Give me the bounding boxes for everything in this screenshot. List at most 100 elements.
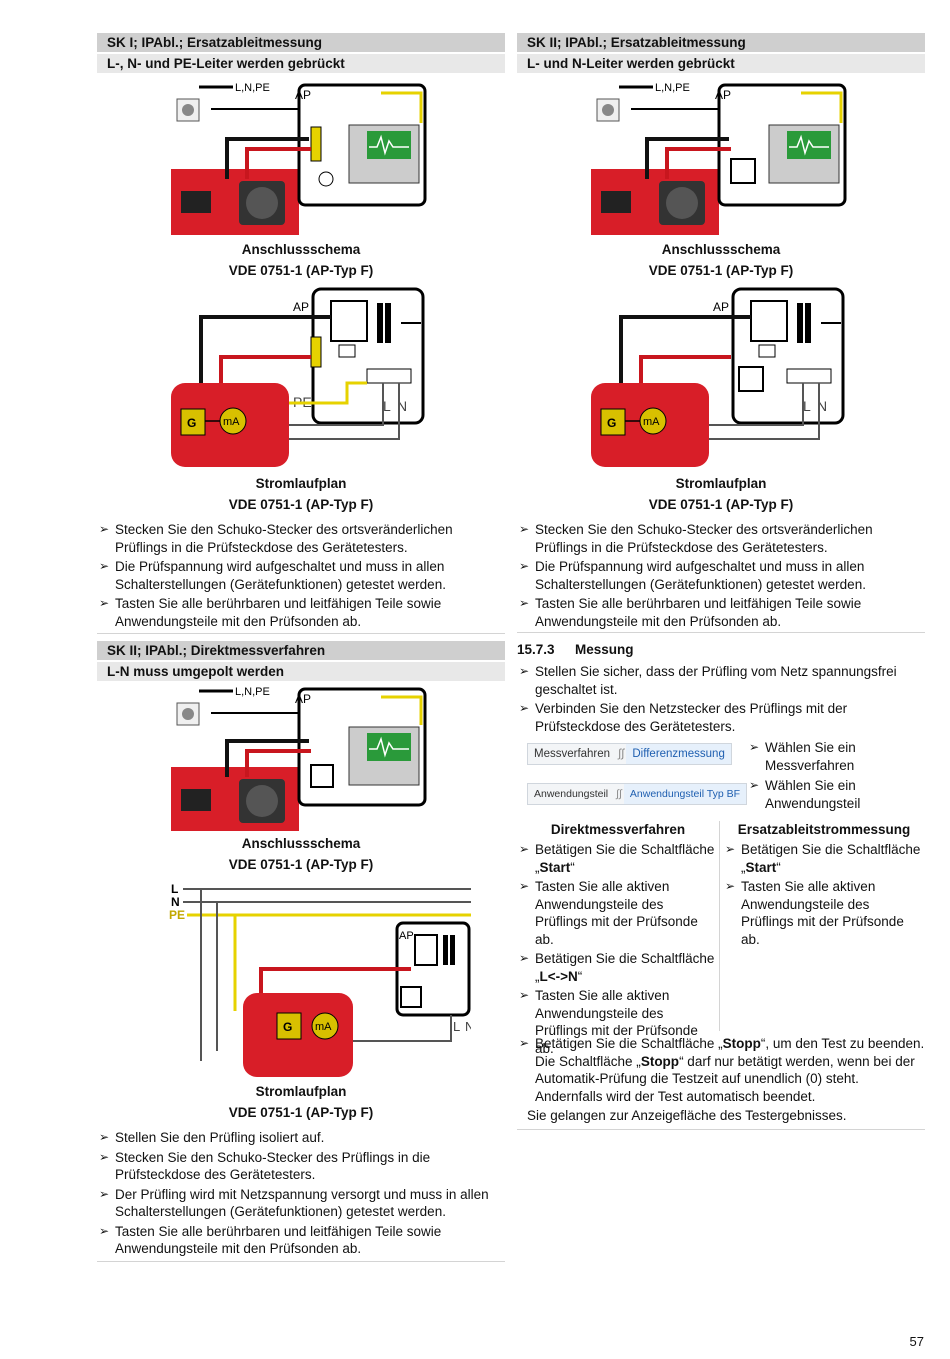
list-item: Betätigen Sie die Schaltfläche „Stopp“, … [517,1035,925,1105]
lnpe-label: L,N,PE [655,82,690,94]
measurement-method-selector[interactable]: Messverfahren ∫∫ Differenzmessung [527,743,732,765]
separator-icon: ∫∫ [616,788,622,800]
selector-value: Differenzmessung [626,744,731,764]
circuit-diagram: L N PE G mA AP L N [169,882,471,1077]
ap-label: AP [295,88,311,102]
left-column: SK I; IPAbl.; Ersatzableitmessung L-, N-… [97,33,505,1262]
list-item: Tasten Sie alle berührbaren und leitfähi… [97,1223,505,1258]
g-label: G [187,416,196,430]
instruction-list: Betätigen Sie die Schaltfläche „Start“ T… [723,841,925,948]
caption-title: Anschlussschema [241,836,361,851]
caption-title: Stromlaufplan [255,1084,347,1099]
selector-label: Messverfahren [534,748,611,760]
section-subheader: L-N muss umgepolt werden [97,662,505,681]
application-part-selector[interactable]: Anwendungsteil ∫∫ Anwendungsteil Typ BF [527,783,748,805]
section-subheader: L-, N- und PE-Leiter werden gebrückt [97,54,505,73]
list-item: Betätigen Sie die Schaltfläche „L<->N“ [517,950,719,985]
caption-subtitle: VDE 0751-1 (AP-Typ F) [648,497,794,512]
section-header: SK II; IPAbl.; Ersatzableitmessung [517,33,925,52]
l-label: L [171,882,178,896]
ap-label: AP [295,692,311,706]
list-item: Stecken Sie den Schuko-Stecker des Prüfl… [97,1149,505,1184]
divider [517,632,925,633]
divider [517,1129,925,1130]
column-direktmessverfahren: Direktmessverfahren Betätigen Sie die Sc… [517,821,720,1056]
list-item: Die Prüfspannung wird aufgeschaltet und … [517,558,925,593]
divider [97,1260,505,1262]
separator-icon: ∫∫ [618,748,625,760]
instruction-list: Stecken Sie den Schuko-Stecker des ortsv… [97,521,505,630]
selector-label: Anwendungsteil [534,788,609,800]
list-item: Wählen Sie ein Messverfahren [747,739,925,774]
setting-row: Anwendungsteil ∫∫ Anwendungsteil Typ BF … [517,777,925,815]
section-number: 15.7.3 [517,642,555,657]
list-item: Betätigen Sie die Schaltfläche „Start“ [517,841,719,876]
caption-title: Anschlussschema [241,242,361,257]
note: Wählen Sie ein Messverfahren [747,739,925,776]
pe-label: PE [169,908,185,922]
list-item: Stellen Sie sicher, dass der Prüfling vo… [517,663,925,698]
list-item: Stecken Sie den Schuko-Stecker des ortsv… [517,521,925,556]
caption-subtitle: VDE 0751-1 (AP-Typ F) [228,497,374,512]
list-item: Tasten Sie alle berührbaren und leitfähi… [97,595,505,630]
instruction-list: Stellen Sie den Prüfling isoliert auf. S… [97,1129,505,1258]
n-label: N [397,398,407,414]
ma-label: mA [643,416,660,428]
section-heading: 15.7.3 Messung [517,641,925,659]
ap-label: AP [399,930,414,942]
instruction-list: Stellen Sie sicher, dass der Prüfling vo… [517,663,925,735]
connection-diagram: L,N,PE AP [171,82,427,235]
section-title: Messung [575,642,634,657]
connection-diagram: L,N,PE AP [171,686,427,831]
two-column-table: Direktmessverfahren Betätigen Sie die Sc… [517,821,925,1056]
circuit-diagram: G mA AP PE L N [171,287,425,467]
result-note: Sie gelangen zur Anzeigefläche des Teste… [527,1108,847,1123]
column-ersatzableitstrommessung: Ersatzableitstrommessung Betätigen Sie d… [723,821,925,950]
list-item: Verbinden Sie den Netzstecker des Prüfli… [517,700,925,735]
instruction-list: Betätigen Sie die Schaltfläche „Stopp“, … [517,1035,925,1105]
list-item: Tasten Sie alle aktiven Anwendungsteile … [517,878,719,948]
instruction-list: Betätigen Sie die Schaltfläche „Start“ T… [517,841,719,1057]
ap-label: AP [293,300,309,314]
lnpe-label: L,N,PE [235,686,270,698]
connection-diagram: L,N,PE AP [591,82,847,235]
caption-subtitle: VDE 0751-1 (AP-Typ F) [228,1105,374,1120]
column-title: Ersatzableitstrommessung [737,822,911,837]
caption-subtitle: VDE 0751-1 (AP-Typ F) [648,263,794,278]
setting-row: Messverfahren ∫∫ Differenzmessung Wählen… [517,739,925,777]
note: Wählen Sie ein Anwendungsteil [747,777,925,814]
caption-subtitle: VDE 0751-1 (AP-Typ F) [228,857,374,872]
section-subheader: L- und N-Leiter werden gebrückt [517,54,925,73]
section-header: SK I; IPAbl.; Ersatzableitmessung [97,33,505,52]
list-item: Stellen Sie den Prüfling isoliert auf. [97,1129,505,1147]
right-column: SK II; IPAbl.; Ersatzableitmessung L- un… [517,33,925,1130]
list-item: Stecken Sie den Schuko-Stecker des ortsv… [97,521,505,556]
caption-title: Stromlaufplan [675,476,767,491]
divider [97,633,505,634]
g-label: G [283,1020,292,1034]
l-label: L [803,398,811,414]
column-title: Direktmessverfahren [550,822,686,837]
list-item: Der Prüfling wird mit Netzspannung verso… [97,1186,505,1221]
list-item: Wählen Sie ein Anwendungsteil [747,777,925,812]
page-number: 57 [909,1334,924,1349]
circuit-diagram: G mA AP L N [591,287,845,467]
caption-title: Anschlussschema [661,242,781,257]
n-label: N [817,398,827,414]
n-label: N [465,1019,471,1034]
ap-label: AP [715,88,731,102]
l-label: L [453,1019,460,1034]
list-item: Tasten Sie alle berührbaren und leitfähi… [517,595,925,630]
ma-label: mA [223,416,240,428]
selector-value: Anwendungsteil Typ BF [623,784,747,804]
caption-subtitle: VDE 0751-1 (AP-Typ F) [228,263,374,278]
list-item: Betätigen Sie die Schaltfläche „Start“ [723,841,925,876]
list-item: Die Prüfspannung wird aufgeschaltet und … [97,558,505,593]
section-header: SK II; IPAbl.; Direktmessverfahren [97,641,505,660]
caption-title: Stromlaufplan [255,476,347,491]
ap-label: AP [713,300,729,314]
ma-label: mA [315,1021,332,1033]
n-label: N [171,895,180,909]
lnpe-label: L,N,PE [235,82,270,94]
list-item: Tasten Sie alle aktiven Anwendungsteile … [723,878,925,948]
